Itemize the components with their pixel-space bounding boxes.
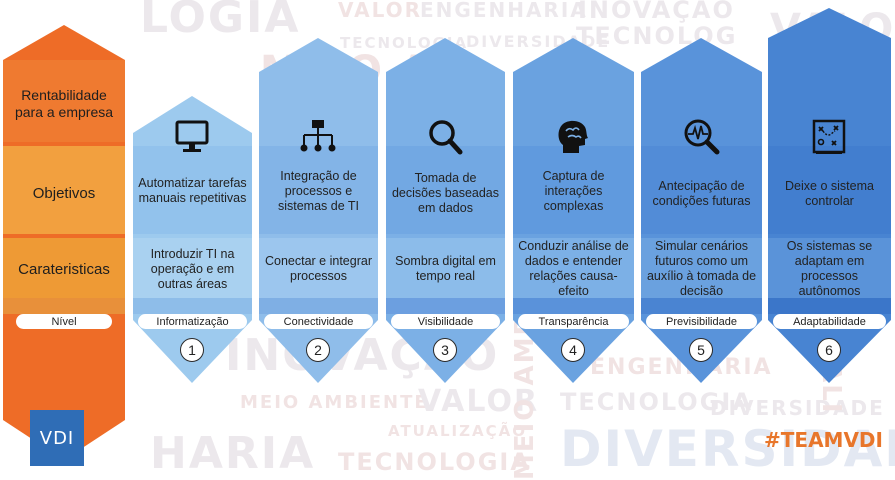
column-2-objetivos-band (259, 146, 378, 234)
level-name-3: Visibilidade (391, 314, 500, 329)
objetivo-text-3: Tomada de decisões baseadas em dados (391, 170, 500, 215)
objetivo-text-4: Captura de interações complexas (542, 168, 605, 213)
objetivo-text-1: Automatizar tarefas manuais repetitivas (138, 176, 247, 205)
objetivos-band (3, 146, 125, 234)
column-5-caracteristicas-band (641, 238, 762, 298)
strategy-board-icon (812, 119, 846, 154)
bg-word: ATUALIZAÇÃO (388, 422, 527, 440)
level-number-2: 2 (306, 338, 330, 362)
caracteristica-text-5: Simular cenários futuros como um auxílio… (646, 239, 757, 298)
caracteristica-text-2: Conectar e integrar processos (264, 254, 372, 283)
row-label-nivel: Nível (16, 314, 112, 329)
bg-word: TECNOLOGIA (560, 388, 753, 416)
column-5-lower-band (641, 298, 762, 314)
monitor-icon (175, 120, 209, 152)
column-3-objetivos-band (386, 146, 505, 234)
bg-word: INOVAÇÃO (578, 0, 735, 24)
bg-word: VALOR (338, 0, 423, 22)
level-number-3: 3 (433, 338, 457, 362)
level-name-6: Adaptabilidade (773, 314, 886, 329)
level-number-6: 6 (817, 338, 841, 362)
hashtag-teamvdi: #TEAMVDI (764, 428, 883, 452)
bg-word: LOGIA (140, 0, 301, 43)
level-name-5: Previsibilidade (646, 314, 757, 329)
column-1-caracteristicas-band (133, 238, 252, 298)
brain-head-icon (558, 120, 588, 153)
network-icon (300, 120, 336, 152)
column-6-caracteristicas-band (768, 238, 891, 298)
level-number-1: 1 (180, 338, 204, 362)
column-6-lower-band (768, 298, 891, 314)
objetivo-text-2: Integração de processos e sistemas de TI (277, 168, 360, 213)
bg-word: MEIO AMBIENTE (240, 392, 429, 413)
column-4-caracteristicas-band (513, 238, 634, 298)
bg-word: HARIA (150, 428, 316, 479)
caracteristicas-band (3, 238, 125, 304)
level-number-5: 5 (689, 338, 713, 362)
column-4-lower-band (513, 298, 634, 314)
objetivo-text-5: Antecipação de condições futuras (652, 179, 751, 208)
level-name-2: Conectividade (264, 314, 373, 329)
caracteristica-text-4: Conduzir análise de dados e entender rel… (518, 239, 629, 298)
magnifier-icon (429, 120, 463, 155)
bg-word: DIVERSIDADE (710, 396, 885, 420)
row-label-rentabilidade: Rentabilidade para a empresa (14, 87, 114, 120)
rentabilidade-cell (3, 60, 125, 142)
bg-word: VALOR (418, 384, 540, 419)
row-label-caracteristicas: Carateristicas (18, 260, 110, 278)
caracteristica-text-3: Sombra digital em tempo real (395, 254, 496, 283)
bg-word: DIVERSIDADE (560, 420, 895, 478)
column-2-lower-band (259, 298, 378, 314)
column-4-objetivos-band (513, 146, 634, 234)
vdi-logo: VDI (30, 410, 84, 466)
caracteristica-text-6: Os sistemas se adaptam em processos autô… (786, 239, 873, 298)
column-1-lower-band (133, 298, 252, 314)
caracteristica-text-1: Introduzir TI na operação e em outras ár… (150, 246, 235, 291)
column-2-caracteristicas-band (259, 238, 378, 298)
column-1-objetivos-band (133, 146, 252, 234)
level-name-4: Transparência (518, 314, 629, 329)
bg-word: TECNOLOGIA (338, 448, 531, 476)
pulse-magnifier-icon (684, 119, 720, 155)
objetivo-text-6: Deixe o sistema controlar (785, 179, 874, 208)
column-6-objetivos-band (768, 146, 891, 234)
bg-word: ENGENHARIA (420, 0, 588, 22)
caracteristicas-band-lower (3, 298, 125, 314)
level-name-1: Informatização (138, 314, 247, 329)
column-5-objetivos-band (641, 146, 762, 234)
level-number-4: 4 (561, 338, 585, 362)
row-label-objetivos: Objetivos (32, 184, 96, 202)
column-3-caracteristicas-band (386, 238, 505, 298)
column-3-lower-band (386, 298, 505, 314)
